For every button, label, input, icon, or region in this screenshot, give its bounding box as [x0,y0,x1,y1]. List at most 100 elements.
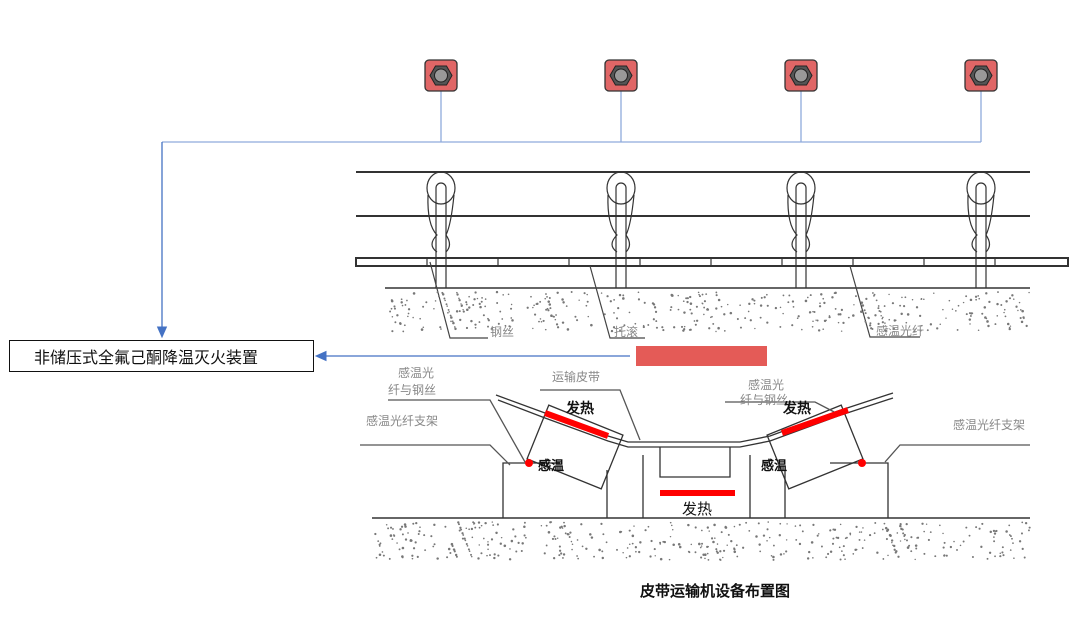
ground-texture-dot [736,555,739,558]
ground-texture-dot [755,535,758,538]
ground-texture-dot [407,312,410,315]
ground-texture-dot [884,329,888,332]
ground-texture-dot [981,312,984,315]
ground-texture-dot [561,321,565,324]
ground-texture-dot [985,317,988,320]
ground-texture-dot [687,550,690,553]
ground-texture-dot [962,540,965,543]
ground-texture-dot [375,556,378,559]
label-bracket-left: 感温光纤支架 [366,414,439,428]
ground-texture-dot [818,533,820,535]
ground-texture-dot [462,310,465,313]
ground-texture-dot [829,529,832,531]
ground-texture-dot [706,552,709,555]
ground-texture-dot [852,553,855,555]
ground-texture-dot [762,534,766,537]
ground-texture-dot [720,305,723,308]
ground-texture-dot [562,557,564,559]
smoke-detector-icon[interactable] [604,59,638,92]
ground-texture-dot [401,556,404,559]
ground-texture-dot [414,541,417,544]
ground-texture-dot [842,545,845,548]
ground-texture-dot [726,544,728,546]
ground-texture-dot [683,311,686,314]
ground-texture-dot [539,300,542,303]
label-fiber-wire-right-1: 感温光 [748,378,785,392]
ground-texture-dot [401,546,405,550]
ground-texture-dot [508,558,512,561]
smoke-detector-icon[interactable] [424,59,458,92]
ground-texture-dot [487,319,490,322]
ground-texture-dot [437,295,440,298]
ground-texture-dot [555,323,559,326]
ground-texture-dot [638,550,641,554]
ground-texture-dot [399,322,402,325]
ground-texture-dot [622,294,625,297]
roller-stand [786,171,816,288]
ground-texture-dot [854,548,857,552]
ground-texture-dot [996,315,999,317]
ground-texture-dot [951,308,954,310]
ground-texture-dot [839,313,842,316]
ground-texture-dot [965,313,968,316]
ground-texture-dot [474,323,477,326]
ground-texture-dot [456,293,459,296]
ground-texture-dot [923,298,925,301]
ground-texture-dot [672,528,674,531]
smoke-detector-icon[interactable] [964,59,998,92]
ground-texture-dot [589,533,592,536]
ground-texture-dot [969,323,971,325]
ground-texture-dot [433,523,436,527]
ground-texture-dot [765,293,768,296]
ground-texture-dot [920,298,923,301]
ground-texture-dot [470,319,473,323]
ground-texture-dot [406,299,408,302]
ground-texture-dot [444,299,446,302]
ground-texture-dot [724,526,728,529]
ground-texture-dot [451,320,454,323]
ground-texture-dot [412,292,416,295]
ground-texture-dot [499,310,502,313]
ground-texture-dot [472,521,475,524]
fire-suppression-device-box[interactable]: 非储压式全氟己酮降温灭火装置 [9,340,314,372]
ground-texture-dot [993,540,996,543]
ground-texture-dot [975,298,977,301]
ground-texture-dot [977,295,980,297]
ground-texture-dot [436,291,439,294]
ground-texture-dot [783,553,785,555]
ground-texture-dot [401,304,404,307]
ground-texture-dot [396,314,399,317]
ground-texture-dot [556,537,559,539]
ground-texture-dot [698,293,700,296]
ground-texture-dot [563,521,565,524]
ground-texture-dot [977,329,980,332]
ground-texture-dot [669,535,672,538]
ground-texture-dot [1003,311,1005,314]
ground-texture-dot [565,305,568,307]
ground-texture-dot [714,537,716,539]
ground-texture-dot [945,317,947,319]
ground-texture-dot [492,524,495,527]
ground-texture-dot [523,521,526,524]
ground-texture-dot [925,523,928,525]
ground-texture-dot [727,303,729,306]
ground-texture-dot [1000,304,1003,306]
ground-texture-dot [613,298,616,301]
ground-texture-dot [600,292,603,294]
smoke-detector-icon[interactable] [784,59,818,92]
ground-texture-dot [647,323,650,326]
ground-texture-dot [569,531,572,534]
ground-texture-dot [936,327,939,330]
ground-texture-dot [538,320,540,323]
ground-texture-dot [828,316,831,319]
ground-texture-dot [654,310,658,314]
ground-texture-dot [715,330,717,333]
ground-texture-dot [601,556,605,560]
ground-texture-dot [590,323,593,327]
ground-texture-dot [808,311,812,314]
ground-texture-dot [720,531,723,534]
ground-texture-dot [447,308,450,311]
ground-texture-dot [433,307,435,310]
ground-texture-dot [449,314,452,317]
ground-texture-dot [450,542,454,546]
